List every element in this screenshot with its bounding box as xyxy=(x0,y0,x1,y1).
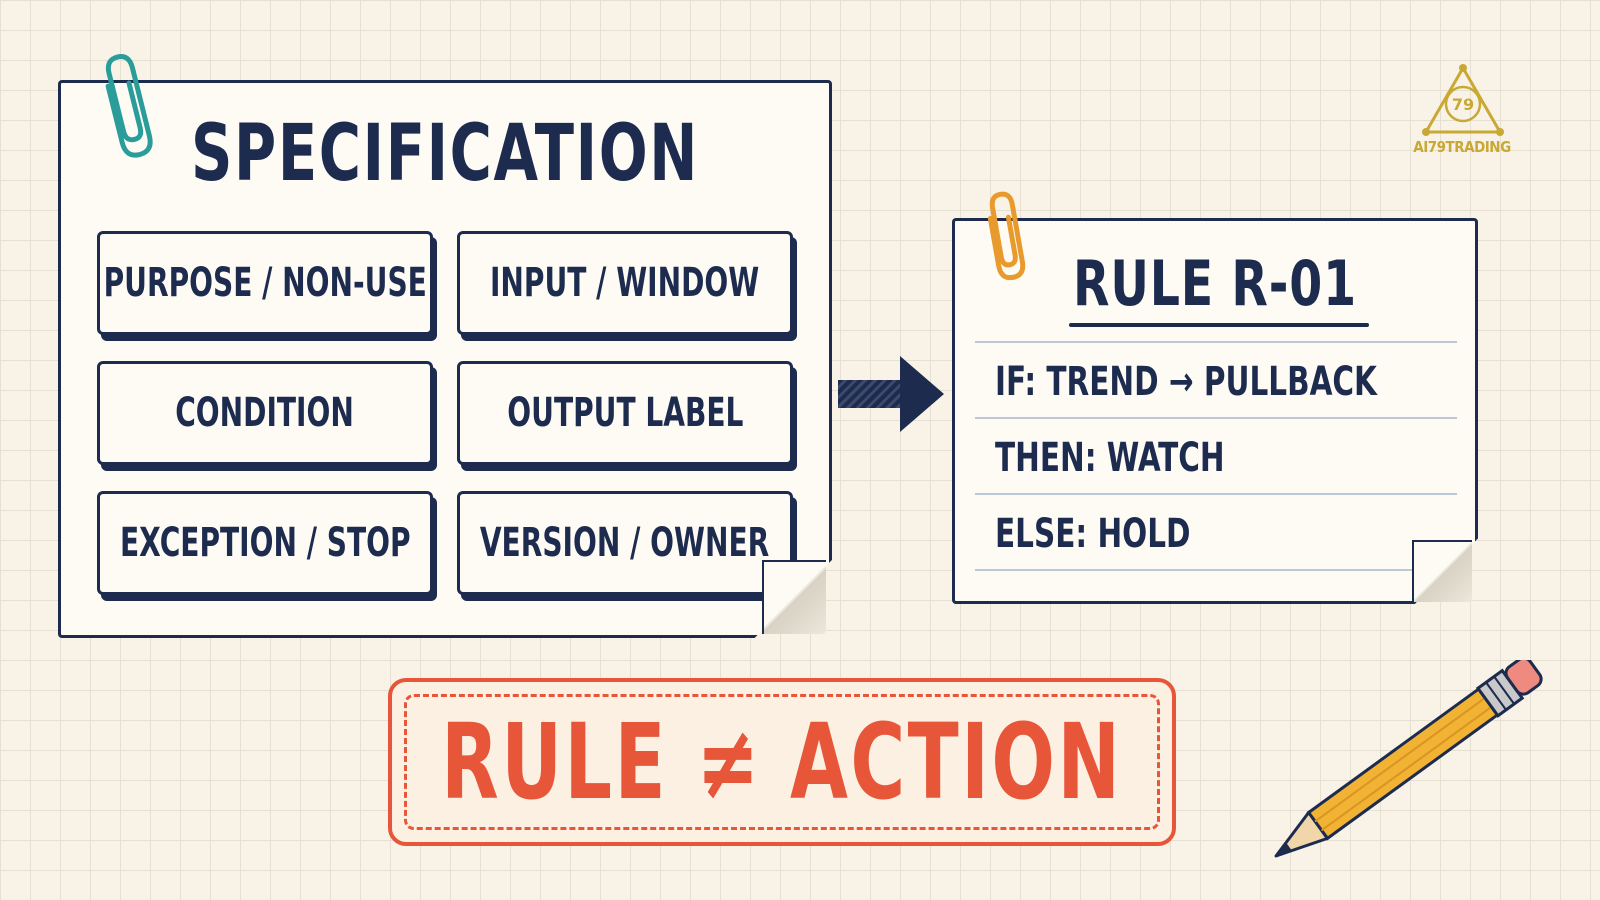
spec-item-output: OUTPUT LABEL xyxy=(457,361,793,465)
spec-item-exception: EXCEPTION / STOP xyxy=(97,491,433,595)
specification-title: SPECIFICATION xyxy=(190,109,700,199)
rule-not-action-stamp: RULE ≠ ACTION xyxy=(388,678,1176,846)
logo-mark-icon: 79 xyxy=(1422,64,1504,136)
pencil-icon xyxy=(1274,660,1543,858)
page-curl-icon xyxy=(762,560,826,634)
spec-item-label: INPUT / WINDOW xyxy=(490,260,760,306)
page-curl-icon xyxy=(1412,540,1472,602)
arrow-body xyxy=(838,380,902,408)
rule-divider xyxy=(975,417,1457,419)
paperclip-icon xyxy=(105,54,153,158)
specification-card: SPECIFICATION PURPOSE / NON-USE INPUT / … xyxy=(58,80,832,638)
rule-card: RULE R-01 IF: TREND → PULLBACK THEN: WAT… xyxy=(952,218,1478,604)
rule-then-line: THEN: WATCH xyxy=(995,435,1225,481)
spec-item-input: INPUT / WINDOW xyxy=(457,231,793,335)
spec-item-label: CONDITION xyxy=(175,390,355,436)
arrow-right-icon xyxy=(900,356,944,432)
logo-mark-text: 79 xyxy=(1452,95,1474,114)
spec-item-label: OUTPUT LABEL xyxy=(506,390,744,436)
rule-if-line: IF: TREND → PULLBACK xyxy=(995,359,1377,405)
spec-item-version: VERSION / OWNER xyxy=(457,491,793,595)
spec-item-condition: CONDITION xyxy=(97,361,433,465)
spec-item-label: VERSION / OWNER xyxy=(480,520,770,566)
rule-divider xyxy=(975,569,1457,571)
rule-divider xyxy=(975,493,1457,495)
logo-text: AI79TRADING xyxy=(1413,138,1511,156)
stamp-inner-border: RULE ≠ ACTION xyxy=(404,694,1160,830)
spec-item-label: EXCEPTION / STOP xyxy=(119,520,411,566)
spec-item-label: PURPOSE / NON-USE xyxy=(103,260,427,306)
rule-divider xyxy=(975,341,1457,343)
rule-else-line: ELSE: HOLD xyxy=(995,511,1191,557)
rule-title: RULE R-01 xyxy=(1073,247,1357,320)
paperclip-icon xyxy=(987,191,1026,281)
stamp-text: RULE ≠ ACTION xyxy=(441,701,1123,823)
spec-item-purpose: PURPOSE / NON-USE xyxy=(97,231,433,335)
rule-title-underline xyxy=(1069,323,1369,327)
